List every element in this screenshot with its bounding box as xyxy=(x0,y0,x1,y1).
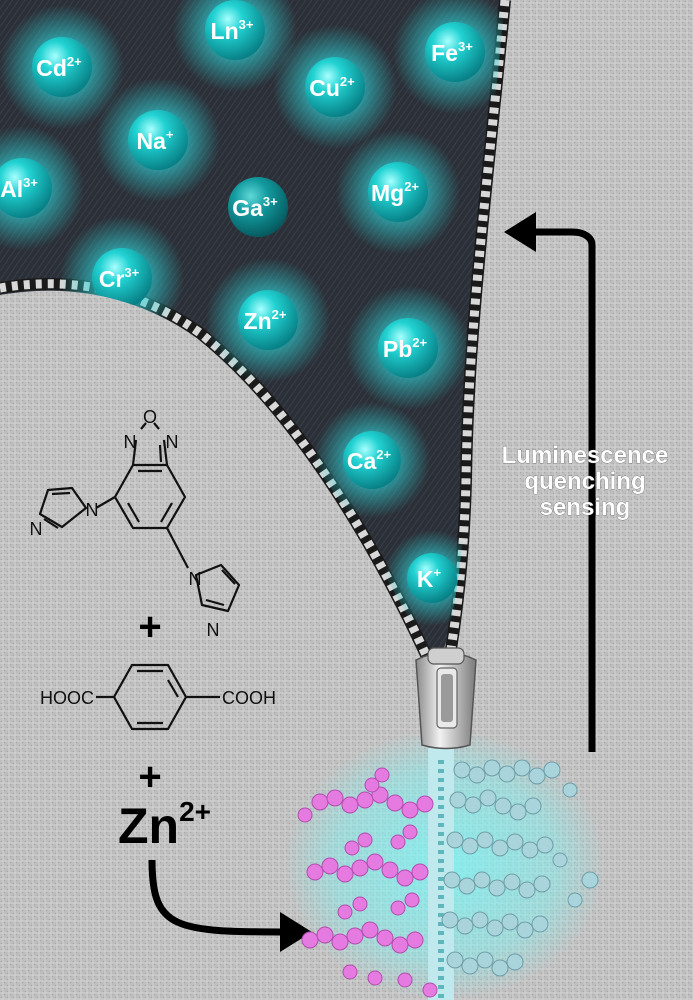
acid-left-group: HOOC xyxy=(40,688,94,708)
svg-text:Na+: Na+ xyxy=(137,127,174,154)
ion-group: Cd2+ Ln3+ Cu2+ Fe3+ Na+ Al3+ Ga3+ Mg2+ xyxy=(0,0,505,626)
svg-text:Luminescence: Luminescence xyxy=(502,442,669,469)
ion-na: Na+ xyxy=(96,78,220,202)
svg-text:Ln3+: Ln3+ xyxy=(211,17,254,44)
svg-text:Fe3+: Fe3+ xyxy=(431,39,473,66)
acid-right-group: COOH xyxy=(222,688,276,708)
zipper-teeth-right xyxy=(442,0,511,669)
svg-text:Cd2+: Cd2+ xyxy=(36,54,82,81)
framework-blue xyxy=(441,759,599,977)
plus-sign-2: + xyxy=(138,755,161,799)
svg-text:K+: K+ xyxy=(417,565,442,592)
ligand-structure xyxy=(38,422,241,613)
ion-cd: Cd2+ xyxy=(0,5,124,129)
svg-text:Pb2+: Pb2+ xyxy=(383,335,428,362)
zipper-slider xyxy=(415,647,477,750)
ion-ca: Ca2+ xyxy=(314,402,430,518)
metal-reagent-label: Zn2+ xyxy=(118,796,211,854)
svg-text:N: N xyxy=(30,519,43,539)
ion-fe: Fe3+ xyxy=(393,0,505,114)
ion-mg: Mg2+ xyxy=(336,130,460,254)
svg-text:O: O xyxy=(143,407,157,427)
svg-text:N: N xyxy=(166,432,179,452)
luminescence-label: Luminescence quenching sensing xyxy=(501,442,669,522)
svg-text:sensing: sensing xyxy=(540,494,631,521)
svg-text:Mg2+: Mg2+ xyxy=(371,179,419,206)
luminescence-arrow xyxy=(530,228,596,752)
ion-al: Al3+ xyxy=(0,126,84,250)
svg-text:N: N xyxy=(124,432,137,452)
svg-text:Ga3+: Ga3+ xyxy=(232,194,278,221)
luminescence-arrowhead xyxy=(504,212,536,252)
terephthalic-acid-structure xyxy=(96,663,220,731)
svg-text:Al3+: Al3+ xyxy=(0,175,38,202)
ion-cu: Cu2+ xyxy=(273,25,397,149)
plus-sign-1: + xyxy=(138,605,161,649)
svg-text:N: N xyxy=(86,500,99,520)
svg-text:N: N xyxy=(189,569,202,589)
svg-text:Zn2+: Zn2+ xyxy=(244,307,287,334)
svg-text:Cu2+: Cu2+ xyxy=(309,74,355,101)
svg-text:Cr3+: Cr3+ xyxy=(99,265,140,292)
svg-text:N: N xyxy=(207,620,220,640)
ion-ln: Ln3+ xyxy=(173,0,297,92)
reaction-arrowhead xyxy=(280,912,312,952)
svg-text:Ca2+: Ca2+ xyxy=(347,447,392,474)
ion-zn: Zn2+ xyxy=(206,258,330,382)
ion-pb: Pb2+ xyxy=(346,286,470,410)
framework-pink xyxy=(297,767,438,998)
ion-ga: Ga3+ xyxy=(228,177,288,237)
svg-text:quenching: quenching xyxy=(524,468,645,495)
ligand-atom-labels: O N N N N N N xyxy=(30,407,220,640)
reaction-arrow xyxy=(148,859,291,936)
